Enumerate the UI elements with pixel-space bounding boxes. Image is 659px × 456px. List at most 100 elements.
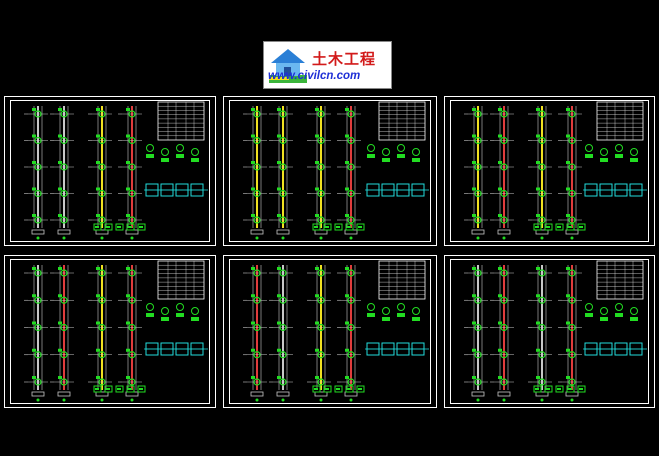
joint-detail [568,296,576,304]
joint-mark [96,214,100,217]
joint-mark [498,267,502,270]
joint-mark [126,214,130,217]
joint-detail [568,189,576,198]
joint-detail [500,163,508,171]
sheet-inner-frame [450,259,649,404]
drawing-sheet-3[interactable] [444,96,655,246]
base-dot [36,398,40,402]
joint-mark [32,321,36,325]
sheet-outer-frame [223,96,437,246]
node-detail-base [146,313,154,317]
joint-mark [251,108,255,111]
node-detail [600,148,608,156]
joint-detail [317,136,325,145]
joint-mark [96,108,100,111]
joint-detail [568,136,576,145]
joint-mark [277,134,281,138]
joint-mark [345,321,349,325]
joint-mark [96,321,100,325]
footing-detail [345,223,354,231]
base-dot [130,236,134,240]
joint-mark [566,294,570,298]
joint-detail [60,269,68,277]
node-detail-base [630,158,638,162]
column-base [535,229,549,235]
node-detail-base [176,154,184,158]
joint-mark [32,376,36,379]
joint-detail [347,296,355,304]
footing-detail [104,385,113,393]
column-base [57,229,71,235]
footing-detail [137,223,146,231]
node-detail-base [630,317,638,321]
column-base [31,229,45,235]
column-base [31,391,45,397]
joint-mark [251,267,255,270]
drawing-sheet-5[interactable] [223,255,437,408]
drawing-sheet-6[interactable] [444,255,655,408]
joint-mark [345,134,349,138]
node-detail-base [397,154,405,158]
footing-fill [358,388,362,390]
joint-mark [96,187,100,191]
column-base [497,391,511,397]
joint-detail [279,378,287,386]
joint-mark [315,161,319,164]
joint-detail [500,351,508,359]
base-dot [36,236,40,240]
joint-detail [98,269,106,277]
column-base [250,391,264,397]
joint-mark [126,108,130,111]
joint-mark [58,187,62,191]
joint-detail [253,378,261,386]
joint-detail [253,323,261,332]
joint-mark [96,267,100,270]
base-dot [319,236,323,240]
joint-detail [279,269,287,277]
joint-detail [98,110,106,118]
civilcn-logo[interactable]: 土木工程 www.civilcn.com [263,41,392,89]
footing-detail [93,223,102,231]
joint-detail [568,351,576,359]
joint-mark [96,376,100,379]
joint-mark [345,267,349,270]
column-base [125,391,139,397]
drawing-sheet-2[interactable] [223,96,437,246]
joint-mark [32,348,36,352]
joint-mark [126,161,130,164]
node-detail-base [615,154,623,158]
joint-mark [32,214,36,217]
joint-detail [500,378,508,386]
drawing-sheet-1[interactable] [4,96,216,246]
footing-fill [568,226,572,228]
joint-mark [58,161,62,164]
joint-mark [126,134,130,138]
joint-detail [60,296,68,304]
joint-mark [315,108,319,111]
joint-detail [128,216,136,224]
column-base [471,391,485,397]
node-detail [382,307,390,315]
joint-detail [500,216,508,224]
joint-mark [345,108,349,111]
joint-detail [538,163,546,171]
base-dot [100,398,104,402]
joint-mark [472,161,476,164]
column-base [344,391,358,397]
column-base [276,229,290,235]
column-base [471,229,485,235]
footing-detail [115,385,124,393]
joint-detail [317,378,325,386]
node-detail [630,307,638,315]
joint-mark [472,348,476,352]
node-detail-base [615,313,623,317]
drawing-sheet-4[interactable] [4,255,216,408]
footing-fill [117,226,121,228]
footing-fill [546,226,550,228]
joint-mark [566,267,570,270]
base-dot [476,236,480,240]
node-detail-base [600,158,608,162]
sheet-inner-frame [10,259,210,404]
base-dot [540,236,544,240]
joint-detail [128,163,136,171]
